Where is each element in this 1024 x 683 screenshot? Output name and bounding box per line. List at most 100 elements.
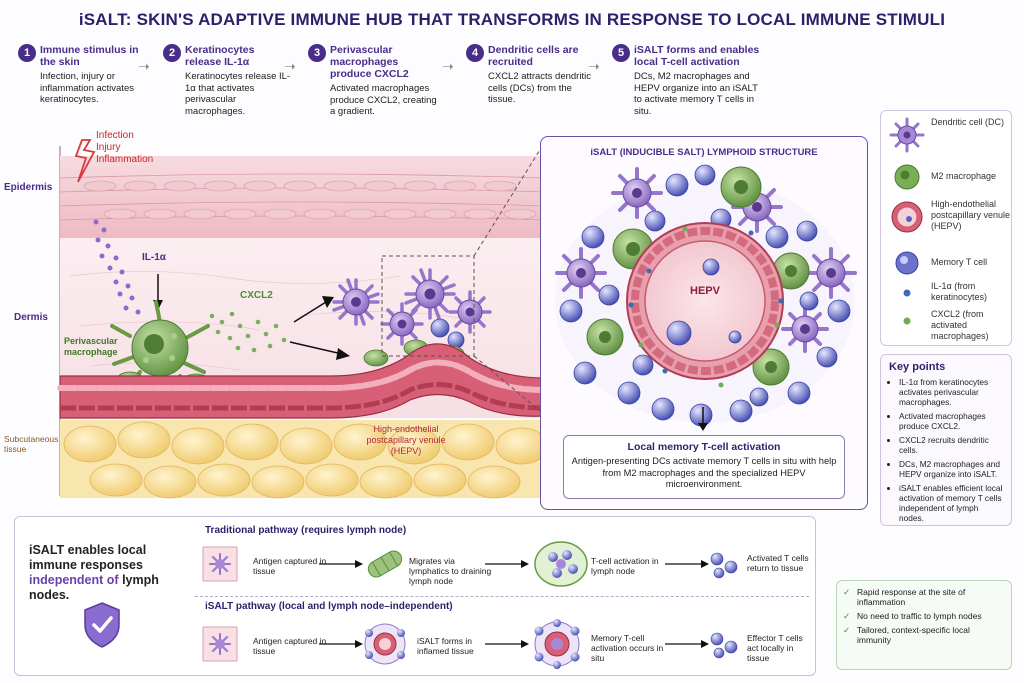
divider <box>195 596 809 597</box>
legend-item-hepv: High-endothelial postcapillary venule (H… <box>887 199 1011 239</box>
legend-item-cxcl2: CXCL2 (from activated macrophages) <box>887 309 1011 349</box>
benefit-text: No need to traffic to lymph nodes <box>857 611 982 621</box>
step-title: Keratinocytes release IL-1α <box>185 44 255 68</box>
legend-item-il1a: IL-1α (from keratinocytes) <box>887 281 1011 321</box>
pathway-comparison-panel: iSALT enables local immune responses ind… <box>14 516 816 676</box>
step-1: 1 Immune stimulus in the skin Infection,… <box>18 44 148 106</box>
hepv-icon <box>891 201 923 233</box>
step-title: iSALT forms and enables local T-cell act… <box>634 44 760 68</box>
arrow-down-icon <box>698 407 708 431</box>
legend-item-tcell: Memory T cell <box>887 245 1011 285</box>
step-desc: Keratinocytes release IL-1α that activat… <box>185 71 291 117</box>
step-5: 5 iSALT forms and enables local T-cell a… <box>612 44 762 117</box>
skin-tissue-illustration <box>57 139 545 499</box>
dendritic-cells <box>332 268 492 346</box>
isalt-step: iSALT forms in inflamed tissue <box>417 636 474 656</box>
checkmark-icon: ✓ <box>843 625 851 635</box>
step-desc: CXCL2 attracts dendritic cells (DCs) fro… <box>488 71 591 105</box>
step-title: Perivascular macrophages produce CXCL2 <box>330 44 409 80</box>
dendritic-cell-icon <box>889 117 925 153</box>
dermis-label: Dermis <box>14 312 48 323</box>
step-number: 5 <box>612 44 630 62</box>
step-number: 4 <box>466 44 484 62</box>
traditional-step: Antigen captured in tissue <box>253 556 327 576</box>
isalt-pathway-title: iSALT pathway (local and lymph node–inde… <box>205 601 453 612</box>
benefit-item: ✓ No need to traffic to lymph nodes <box>843 611 1005 621</box>
step-2: 2 Keratinocytes release IL-1α Keratinocy… <box>163 44 293 117</box>
traditional-step: T-cell activation in lymph node <box>591 556 659 576</box>
isalt-step: Effector T cells act locally in tissue <box>747 633 803 663</box>
cxcl2-label: CXCL2 <box>240 290 273 301</box>
checkmark-icon: ✓ <box>843 587 851 597</box>
step-number: 2 <box>163 44 181 62</box>
arrow-right-icon: ➝ <box>284 58 296 74</box>
legend-label: Dendritic cell (DC) <box>931 117 1005 127</box>
arrow-right-icon: ➝ <box>588 58 600 74</box>
macrophage-label: Perivascular macrophage <box>64 336 118 357</box>
traditional-title: Traditional pathway (requires lymph node… <box>205 525 407 536</box>
cxcl2-icon <box>903 317 911 325</box>
key-point: DCs, M2 macrophages and HEPV organize in… <box>899 459 1005 479</box>
traditional-step: Migrates via lymphatics to draining lymp… <box>409 556 492 586</box>
isalt-step: Antigen captured in tissue <box>253 636 327 656</box>
isalt-structure-panel: iSALT (INDUCIBLE SALT) LYMPHOID STRUCTUR… <box>540 136 868 510</box>
step-number: 3 <box>308 44 326 62</box>
benefit-item: ✓ Rapid response at the site of inflammat… <box>843 587 1005 607</box>
legend-label: CXCL2 (from activated macrophages) <box>931 309 989 341</box>
benefit-text: Tailored, context-specific local immunit… <box>857 625 970 645</box>
key-point: IL-1α from keratinocytes activates periv… <box>899 377 1005 407</box>
arrow-right-icon: ➝ <box>138 58 150 74</box>
comparison-headline: iSALT enables local immune responses ind… <box>29 543 197 603</box>
benefit-item: ✓ Tailored, context-specific local immuni… <box>843 625 1005 645</box>
activation-title: Local memory T-cell activation <box>627 441 781 453</box>
step-desc: Infection, injury or inflammation activa… <box>40 71 134 105</box>
legend-label: High-endothelial postcapillary venule (H… <box>931 199 1011 231</box>
isalt-title: iSALT (INDUCIBLE SALT) LYMPHOID STRUCTUR… <box>590 147 818 158</box>
step-desc: Activated macrophages produce CXCL2, cre… <box>330 83 437 117</box>
stimulus-label: Infection Injury Inflammation <box>96 130 153 166</box>
memory-t-cell-icon <box>895 251 919 275</box>
stimulus-injury: Injury <box>96 142 121 153</box>
isalt-step: Memory T-cell activation occurs in situ <box>591 633 664 663</box>
traditional-step: Activated T cells return to tissue <box>747 553 809 573</box>
step-title: Immune stimulus in the skin <box>40 44 139 68</box>
shield-check-icon <box>84 602 120 648</box>
legend-panel: Dendritic cell (DC) M2 macrophage High-e… <box>880 110 1012 346</box>
isalt-cluster-illustration <box>555 164 857 427</box>
step-desc: DCs, M2 macrophages and HEPV organize in… <box>634 71 758 117</box>
step-title: Dendritic cells are recruited <box>488 44 579 68</box>
step-number: 1 <box>18 44 36 62</box>
il1a-label: IL-1α <box>142 252 166 263</box>
legend-label: M2 macrophage <box>931 171 997 181</box>
activation-box: Local memory T-cell activation Antigen-p… <box>563 435 845 499</box>
pathway-illustrations <box>202 541 738 669</box>
hepv-label: High-endothelial postcapillary venule (H… <box>366 424 446 456</box>
steps-row: 1 Immune stimulus in the skin Infection,… <box>18 44 778 134</box>
key-point: iSALT enables efficient local activation… <box>899 483 1005 523</box>
headline-emphasis: independent of <box>29 573 119 587</box>
legend-item-dc: Dendritic cell (DC) <box>887 117 1011 157</box>
arrow-right-icon: ➝ <box>442 58 454 74</box>
legend-label: Memory T cell <box>931 257 988 267</box>
headline-part: lymph nodes. <box>29 573 159 602</box>
benefit-text: Rapid response at the site of inflammati… <box>857 587 966 607</box>
activation-desc: Antigen-presenting DCs activate memory T… <box>571 456 837 489</box>
hepv-lumen-label: HEPV <box>690 285 720 297</box>
key-points-panel: Key points IL-1α from keratinocytes acti… <box>880 354 1012 526</box>
key-point: CXCL2 recruits dendritic cells. <box>899 435 1005 455</box>
checkmark-icon: ✓ <box>843 611 851 621</box>
stimulus-infection: Infection <box>96 130 134 141</box>
step-4: 4 Dendritic cells are recruited CXCL2 at… <box>466 44 596 106</box>
benefits-panel: ✓ Rapid response at the site of inflammat… <box>836 580 1012 670</box>
headline-part: iSALT enables local immune responses <box>29 543 147 572</box>
lightning-icon <box>74 139 96 183</box>
il1a-icon <box>903 289 911 297</box>
subcutaneous-label: Subcutaneous tissue <box>4 434 59 454</box>
page-title: iSALT: SKIN'S ADAPTIVE IMMUNE HUB THAT T… <box>78 10 946 29</box>
epidermis-label: Epidermis <box>4 182 53 193</box>
legend-label: IL-1α (from keratinocytes) <box>931 281 988 302</box>
m2-macrophage-icon <box>894 164 920 190</box>
key-point: Activated macrophages produce CXCL2. <box>899 411 1005 431</box>
stimulus-inflammation: Inflammation <box>96 154 154 165</box>
step-3: 3 Perivascular macrophages produce CXCL2… <box>308 44 438 118</box>
